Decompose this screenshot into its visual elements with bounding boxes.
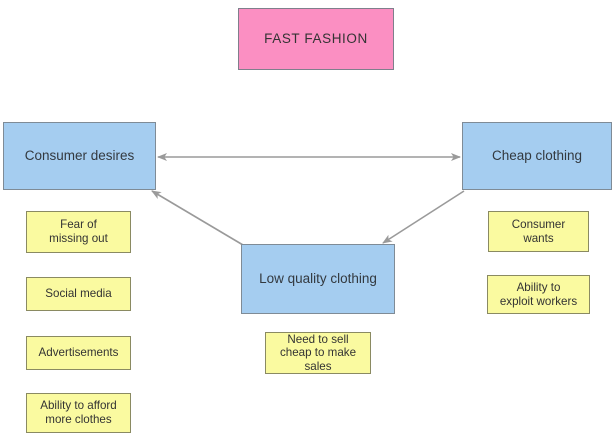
node-consumer-wants[interactable]: Consumer wants (488, 211, 589, 252)
node-cheap-clothing[interactable]: Cheap clothing (462, 122, 612, 190)
node-ability-to-exploit-workers[interactable]: Ability to exploit workers (487, 275, 590, 314)
node-fast-fashion[interactable]: FAST FASHION (238, 8, 394, 70)
node-social-media[interactable]: Social media (26, 277, 131, 311)
node-ability-to-afford-more-clothes[interactable]: Ability to afford more clothes (26, 393, 131, 433)
node-fear-of-missing-out[interactable]: Fear of missing out (26, 211, 131, 253)
node-need-to-sell-cheap-to-make-sales[interactable]: Need to sell cheap to make sales (265, 332, 371, 374)
node-advertisements[interactable]: Advertisements (26, 336, 131, 370)
edge-cheap-clothing-to-low-quality-clothing (382, 190, 465, 244)
node-consumer-desires[interactable]: Consumer desires (3, 122, 156, 190)
edge-low-quality-clothing-to-consumer-desires (151, 190, 244, 246)
node-low-quality-clothing[interactable]: Low quality clothing (241, 244, 395, 314)
